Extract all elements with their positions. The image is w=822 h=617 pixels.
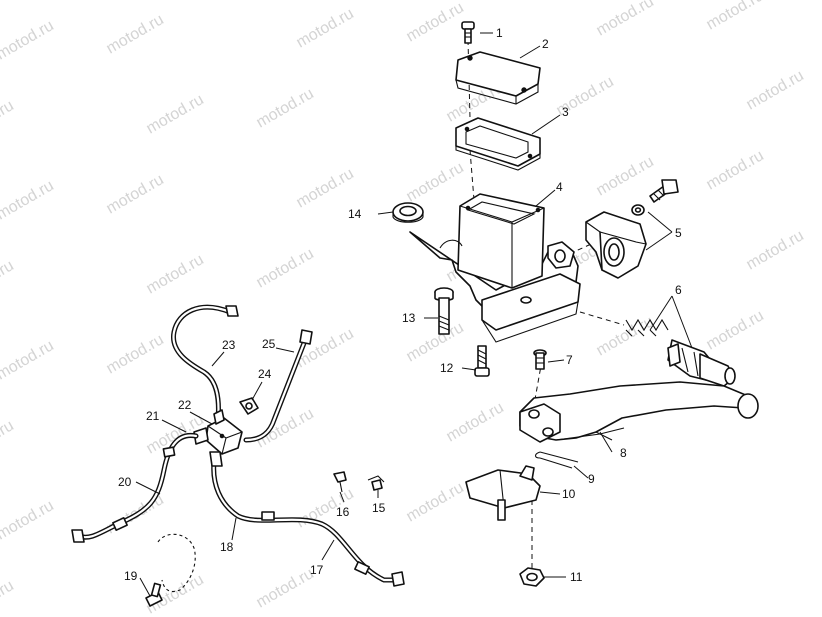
callout-24: 24	[258, 367, 272, 381]
callout-17: 17	[310, 563, 324, 577]
callout-25: 25	[262, 337, 276, 351]
part-18-lower-hose	[209, 451, 405, 587]
callout-10: 10	[562, 487, 576, 501]
watermark-text: motod.ru	[254, 565, 317, 611]
callout-20: 20	[118, 475, 132, 489]
part-6-piston-spring	[579, 311, 736, 387]
part-19-bleeder-screw	[145, 582, 163, 607]
callout-1: 1	[496, 26, 503, 40]
callout-9: 9	[588, 472, 595, 486]
callout-7: 7	[566, 353, 573, 367]
callout-16: 16	[336, 505, 350, 519]
part-2-reservoir-cover	[455, 51, 541, 105]
watermark-text: motod.ru	[254, 405, 317, 451]
watermark-text: motod.ru	[744, 227, 807, 273]
callout-labels: 1 2 3 4 5 6 7 8 9 10 11 12 13 14 15 16 1…	[118, 26, 682, 584]
watermark-text: motod.ru	[0, 497, 57, 543]
callout-22: 22	[178, 398, 192, 412]
part-11-nut	[519, 567, 545, 587]
watermark-text: motod.ru	[444, 399, 507, 445]
watermark-text: motod.ru	[404, 159, 467, 205]
watermark-text: motod.ru	[0, 337, 57, 383]
watermark-text: motod.ru	[594, 153, 657, 199]
part-4-master-cylinder-body	[409, 193, 581, 343]
callout-8: 8	[620, 446, 627, 460]
master-cylinder-assembly	[392, 21, 759, 587]
part-13-bolt	[434, 287, 454, 335]
watermark-text: motod.ru	[294, 165, 357, 211]
part-7-pivot-bolt	[533, 349, 547, 370]
part-3-diaphragm	[455, 117, 541, 171]
part-16-clip	[333, 471, 347, 493]
part-14-boot	[392, 202, 424, 223]
watermark-text: motod.ru	[144, 91, 207, 137]
watermark-text: motod.ru	[0, 97, 17, 143]
watermark-text: motod.ru	[594, 313, 657, 359]
callout-18: 18	[220, 540, 234, 554]
part-10-brake-switch	[465, 465, 541, 521]
watermark-text: motod.ru	[704, 307, 767, 353]
watermark-text: motod.ru	[0, 417, 17, 463]
watermark-text: motod.ru	[254, 85, 317, 131]
watermark-text: motod.ru	[744, 67, 807, 113]
callout-19: 19	[124, 569, 138, 583]
watermark-text: motod.ru	[104, 171, 167, 217]
callout-13: 13	[402, 311, 416, 325]
callout-5: 5	[675, 226, 682, 240]
caliper-outline	[157, 533, 196, 593]
watermark-text: motod.ru	[704, 0, 767, 33]
callout-3: 3	[562, 105, 569, 119]
part-22-junction-block	[205, 409, 243, 455]
callout-15: 15	[372, 501, 386, 515]
part-25-brake-line	[243, 329, 313, 443]
callout-4: 4	[556, 180, 563, 194]
part-23-upper-hose	[171, 304, 239, 423]
part-5-washer	[631, 204, 645, 216]
watermark-text: motod.ru	[704, 147, 767, 193]
part-20-left-hose	[71, 432, 199, 543]
callout-12: 12	[440, 361, 454, 375]
watermark-text: motod.ru	[404, 0, 467, 45]
callout-14: 14	[348, 207, 362, 221]
watermark-text: motod.ru	[104, 331, 167, 377]
callout-2: 2	[542, 37, 549, 51]
part-21-fitting	[193, 427, 209, 445]
part-24-fitting	[239, 397, 259, 415]
callout-6: 6	[675, 283, 682, 297]
watermark-text: motod.ru	[0, 17, 57, 63]
watermark-text: motod.ru	[404, 479, 467, 525]
callout-11: 11	[570, 570, 583, 584]
part-9-spring	[534, 451, 579, 469]
watermark-text: motod.ru	[0, 257, 17, 303]
part-12-screw	[474, 345, 490, 377]
watermark-text: motod.ru	[594, 0, 657, 39]
callout-23: 23	[222, 338, 236, 352]
part-5-screw	[649, 179, 679, 203]
watermark-text: motod.ru	[294, 5, 357, 51]
callout-leaders	[135, 32, 693, 597]
part-8-brake-lever	[519, 381, 759, 443]
watermark-text: motod.ru	[0, 177, 57, 223]
watermark-text: motod.ru	[404, 319, 467, 365]
watermark-text: motod.ru	[254, 245, 317, 291]
brake-line-assembly	[71, 304, 405, 607]
watermark-text: motod.ru	[144, 251, 207, 297]
part-15-clip	[367, 475, 385, 491]
callout-21: 21	[146, 409, 160, 423]
part-1-cover-screw	[461, 21, 475, 44]
part-5-clamp	[585, 179, 679, 279]
watermark-text: motod.ru	[104, 11, 167, 57]
watermark-text: motod.ru	[0, 577, 17, 617]
